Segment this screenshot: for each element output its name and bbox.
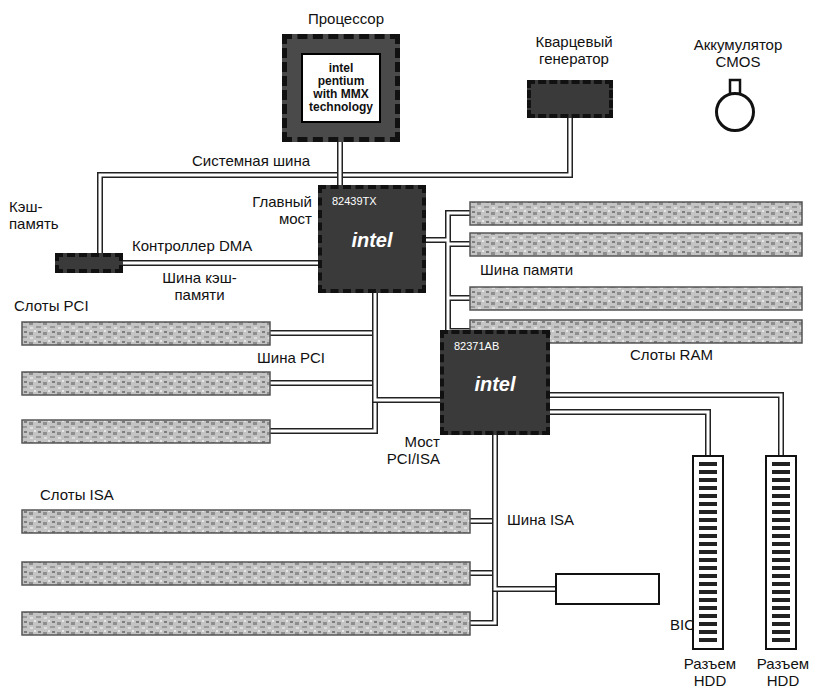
part-heading: Разъем HDD <box>674 656 746 689</box>
chip-marking: 82371AB <box>454 340 499 352</box>
bus-label: Шина кэш-памяти <box>150 270 249 303</box>
chip-marking: 82439TX <box>332 195 377 207</box>
bus-outer <box>550 412 708 455</box>
bus-label: Системная шина <box>190 153 312 170</box>
isa-bus-inner <box>470 521 495 623</box>
pci-slot <box>22 420 270 443</box>
ram-slot <box>470 287 802 310</box>
isa-bus-outer <box>470 521 495 623</box>
pci-slot <box>22 372 270 395</box>
part-heading: Главный мост <box>222 194 312 227</box>
isa-slot <box>22 510 470 533</box>
bus-inner <box>550 412 708 455</box>
connector-pins <box>772 462 790 643</box>
part-heading: Кэш-память <box>9 199 71 232</box>
hdd-connector: Разъем HDD <box>692 455 724 650</box>
part-heading: Кварцевый генератор <box>516 34 632 67</box>
bus-connector <box>550 412 708 455</box>
bus-inner <box>339 142 342 185</box>
bus-outer <box>550 395 781 455</box>
bus-connector <box>550 395 781 455</box>
pci-bus-inner <box>270 333 375 431</box>
memory-bus-inner <box>426 213 470 331</box>
pci-slot <box>22 322 270 345</box>
ram-slot <box>470 233 802 256</box>
bus-outer <box>375 293 440 400</box>
quartz-oscillator: Кварцевый генератор <box>527 80 613 118</box>
memory-bus <box>426 213 470 331</box>
bus-inner <box>375 293 440 400</box>
isa-slot <box>22 562 470 585</box>
ram-slot <box>470 202 802 225</box>
cmos-battery: Аккумулятор CMOS <box>715 92 755 132</box>
pci-bus-outer <box>270 333 375 431</box>
bus-label: Шина ISA <box>505 512 576 529</box>
connector-pins <box>699 462 717 643</box>
part-label: Контроллер DMA <box>130 238 254 255</box>
part-label: Слоты RAM <box>628 347 715 364</box>
chip-marking: intel <box>444 373 546 395</box>
chip-marking: intel <box>322 229 422 251</box>
part-heading: Процессор <box>277 11 415 28</box>
bus-connector <box>375 293 440 400</box>
part-label: Слоты ISA <box>38 487 116 504</box>
bus-outer <box>337 142 343 185</box>
part-heading: Аккумулятор CMOS <box>673 37 803 70</box>
north-bridge-chip: Главный мост82439TXintel <box>318 185 426 293</box>
processor-chip: Процессорintel pentium with MMX technolo… <box>282 34 400 142</box>
bus-inner <box>123 262 318 265</box>
bus-label: Шина PCI <box>255 350 327 367</box>
cache-chip: Кэш-память <box>55 253 123 273</box>
isa-bus <box>470 521 495 623</box>
part-label: Слоты PCI <box>12 298 91 315</box>
bus-inner <box>550 395 781 455</box>
bus-connector <box>123 263 318 264</box>
south-bridge-chip: 82371ABintelМост PCI/ISA <box>440 330 550 435</box>
part-heading: Мост PCI/ISA <box>366 434 440 467</box>
memory-bus-outer <box>426 213 470 331</box>
chip-marking: intel pentium with MMX technology <box>301 53 381 123</box>
part-label: Шина памяти <box>478 262 575 279</box>
part-heading: Разъем HDD <box>747 656 819 689</box>
bus-connector <box>340 142 341 185</box>
isa-slot <box>22 612 470 635</box>
bus-outer <box>123 260 318 266</box>
pci-bus <box>270 333 375 431</box>
bios-chip: BIOS <box>555 573 660 605</box>
hdd-connector: Разъем HDD <box>765 455 797 650</box>
